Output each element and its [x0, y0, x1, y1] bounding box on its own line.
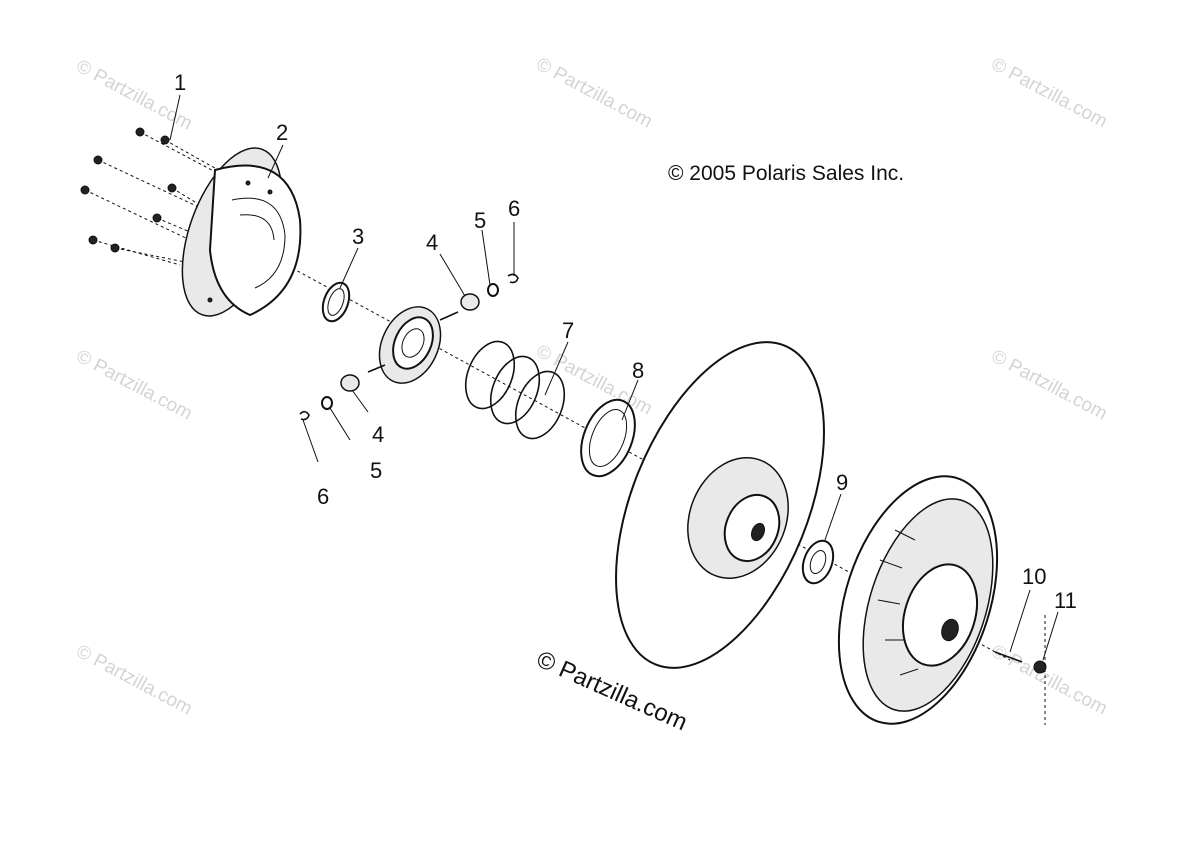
copyright-notice: © 2005 Polaris Sales Inc.	[668, 162, 904, 185]
watermark-faint-7: © Partzilla.com	[73, 641, 196, 720]
part-11-nut	[1033, 660, 1047, 674]
callout-6-upper: 6	[508, 196, 520, 221]
callout-3: 3	[352, 224, 364, 249]
watermark-faint-6: © Partzilla.com	[988, 346, 1111, 425]
watermark-faint-2: © Partzilla.com	[533, 54, 656, 133]
callout-8: 8	[632, 358, 644, 383]
callout-5-upper: 5	[474, 208, 486, 233]
callout-10: 10	[1022, 564, 1046, 589]
callout-4-lower: 4	[372, 422, 384, 447]
part-10-pin	[994, 651, 1023, 663]
central-hub	[367, 306, 459, 384]
part-2-cover	[181, 147, 302, 317]
part-5-washer-upper	[487, 283, 499, 297]
watermark-faint-4: © Partzilla.com	[73, 346, 196, 425]
part-6-clip-lower	[299, 410, 310, 421]
part-8-ring	[580, 398, 636, 478]
callout-9: 9	[836, 470, 848, 495]
part-5-washer-lower	[321, 396, 333, 410]
callout-1: 1	[174, 70, 186, 95]
part-4-roller-lower	[340, 374, 360, 392]
fixed-sheave	[837, 475, 999, 725]
callout-7: 7	[562, 318, 574, 343]
part-3-ring	[321, 281, 351, 323]
movable-sheave	[615, 341, 825, 669]
callout-4-upper: 4	[426, 230, 438, 255]
watermark-faint-8: © Partzilla.com	[988, 641, 1111, 720]
callout-6-lower: 6	[317, 484, 329, 509]
callout-5-lower: 5	[370, 458, 382, 483]
leader-lines	[169, 94, 1059, 661]
part-6-clip-upper	[507, 273, 519, 284]
part-1-bolts	[80, 127, 246, 266]
callout-2: 2	[276, 120, 288, 145]
part-7-spring	[464, 340, 566, 440]
callout-11: 11	[1054, 588, 1077, 613]
part-9-washer	[801, 539, 835, 585]
watermark-faint-3: © Partzilla.com	[988, 54, 1111, 133]
watermark-faint-1: © Partzilla.com	[73, 56, 196, 135]
callout-labels: 1 2 3 4 5 6 7 8 9 4 5 6 10 11	[174, 70, 1077, 613]
part-4-roller-upper	[460, 293, 480, 311]
